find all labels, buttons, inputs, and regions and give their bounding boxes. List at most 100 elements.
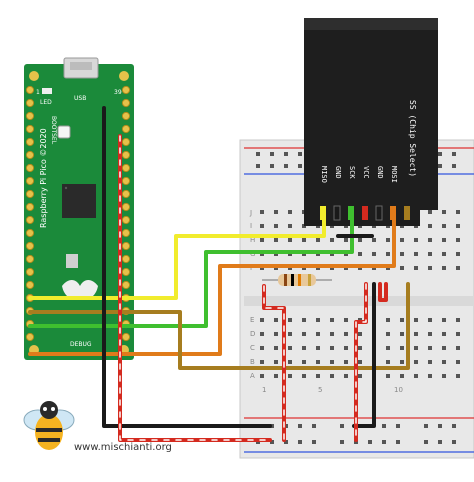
breadboard-hole bbox=[330, 238, 334, 242]
breadboard-hole bbox=[400, 266, 404, 270]
breadboard-hole bbox=[316, 374, 320, 378]
sd-module-body bbox=[304, 18, 438, 226]
pico-pin-pad bbox=[121, 98, 131, 108]
breadboard-hole bbox=[316, 318, 320, 322]
breadboard-hole bbox=[442, 374, 446, 378]
pico-pin-pad bbox=[25, 332, 35, 342]
breadboard-hole bbox=[442, 210, 446, 214]
mount-hole-tl bbox=[29, 71, 39, 81]
breadboard-hole bbox=[260, 318, 264, 322]
wire-yellow-miso bbox=[28, 218, 326, 300]
breadboard-hole bbox=[414, 318, 418, 322]
rail-hole bbox=[424, 440, 428, 444]
breadboard-hole bbox=[288, 210, 292, 214]
breadboard-hole bbox=[344, 374, 348, 378]
breadboard-hole bbox=[344, 346, 348, 350]
row-label-i: I bbox=[250, 222, 252, 230]
breadboard-hole bbox=[260, 360, 264, 364]
rail-hole bbox=[368, 440, 372, 444]
pin-one-label: 1 bbox=[36, 89, 40, 96]
pico-pin-pad bbox=[25, 189, 35, 199]
sd-title-label: SS (Chip Select) bbox=[408, 100, 417, 177]
rail-hole bbox=[270, 164, 274, 168]
rail-hole bbox=[340, 440, 344, 444]
breadboard-hole bbox=[330, 332, 334, 336]
breadboard-hole bbox=[302, 374, 306, 378]
bootsel-button[interactable] bbox=[57, 125, 71, 139]
pico-pin-pad bbox=[121, 332, 131, 342]
breadboard-hole bbox=[456, 318, 460, 322]
footer-site-url: www.mischianti.org bbox=[74, 442, 172, 453]
breadboard-hole bbox=[316, 238, 320, 242]
sd-module-top bbox=[304, 18, 438, 30]
wire-red-vcc-stripe bbox=[119, 135, 271, 441]
logo-eye-right bbox=[51, 407, 55, 411]
logo-stripe-1 bbox=[36, 428, 62, 432]
pico-pin-pad bbox=[25, 202, 35, 212]
rail-hole bbox=[284, 152, 288, 156]
rail-hole bbox=[270, 440, 274, 444]
breadboard-hole bbox=[456, 360, 460, 364]
breadboard-hole bbox=[274, 374, 278, 378]
pico-pin-pad bbox=[121, 228, 131, 238]
flash-chip bbox=[66, 254, 78, 268]
pico-pin-pad bbox=[25, 254, 35, 264]
breadboard-hole bbox=[400, 360, 404, 364]
breadboard-hole bbox=[442, 224, 446, 228]
breadboard-hole bbox=[456, 252, 460, 256]
raspberry-logo-icon bbox=[62, 280, 98, 300]
rail-hole bbox=[256, 152, 260, 156]
rail-hole bbox=[298, 440, 302, 444]
wire-green-sck bbox=[28, 218, 354, 328]
breadboard-hole bbox=[456, 266, 460, 270]
breadboard-hole bbox=[274, 346, 278, 350]
breadboard-hole bbox=[400, 374, 404, 378]
breadboard-hole bbox=[442, 252, 446, 256]
sd-pin-gnd-2: GND bbox=[376, 166, 384, 179]
breadboard-hole bbox=[316, 332, 320, 336]
breadboard-hole bbox=[442, 318, 446, 322]
resistor-body bbox=[278, 274, 316, 286]
pico-pin-pad bbox=[121, 241, 131, 251]
pico-pin-pad bbox=[25, 163, 35, 173]
pico-pin-pad bbox=[121, 267, 131, 277]
column-label-5: 5 bbox=[318, 386, 322, 394]
bootsel-label: BOOTSEL bbox=[50, 116, 57, 145]
pico-pin-pad bbox=[25, 111, 35, 121]
chip-dot bbox=[64, 186, 68, 190]
column-label-1: 1 bbox=[262, 386, 266, 394]
row-label-c: C bbox=[250, 344, 255, 352]
sd-header-mosi bbox=[390, 206, 396, 220]
rail-hole bbox=[284, 164, 288, 168]
pico-pin-pad bbox=[121, 280, 131, 290]
breadboard-hole bbox=[260, 374, 264, 378]
rail-hole bbox=[312, 424, 316, 428]
breadboard-channel bbox=[244, 296, 474, 306]
breadboard-hole bbox=[302, 346, 306, 350]
pico-pin-pad bbox=[121, 163, 131, 173]
sd-header-gnd-1 bbox=[333, 205, 341, 221]
resistor-band-4 bbox=[308, 274, 311, 286]
breadboard-hole bbox=[428, 238, 432, 242]
mischianti-logo bbox=[23, 401, 75, 450]
pico-pin-pad bbox=[25, 228, 35, 238]
rail-hole bbox=[298, 164, 302, 168]
breadboard-hole bbox=[302, 332, 306, 336]
rail-hole bbox=[438, 424, 442, 428]
breadboard-hole bbox=[260, 210, 264, 214]
led-label: LED bbox=[40, 99, 52, 106]
breadboard-hole bbox=[288, 346, 292, 350]
breadboard-hole bbox=[372, 252, 376, 256]
breadboard-hole bbox=[358, 238, 362, 242]
sd-pin-mosi: MOSI bbox=[390, 166, 398, 183]
breadboard-hole bbox=[288, 318, 292, 322]
rail-hole bbox=[256, 164, 260, 168]
breadboard-hole bbox=[316, 360, 320, 364]
pico-pin-pad bbox=[121, 150, 131, 160]
wire-orange-mosi bbox=[28, 218, 396, 356]
usb-port bbox=[70, 62, 92, 70]
breadboard-hole bbox=[288, 374, 292, 378]
pico-pin-pad bbox=[25, 241, 35, 251]
breadboard-hole bbox=[386, 360, 390, 364]
